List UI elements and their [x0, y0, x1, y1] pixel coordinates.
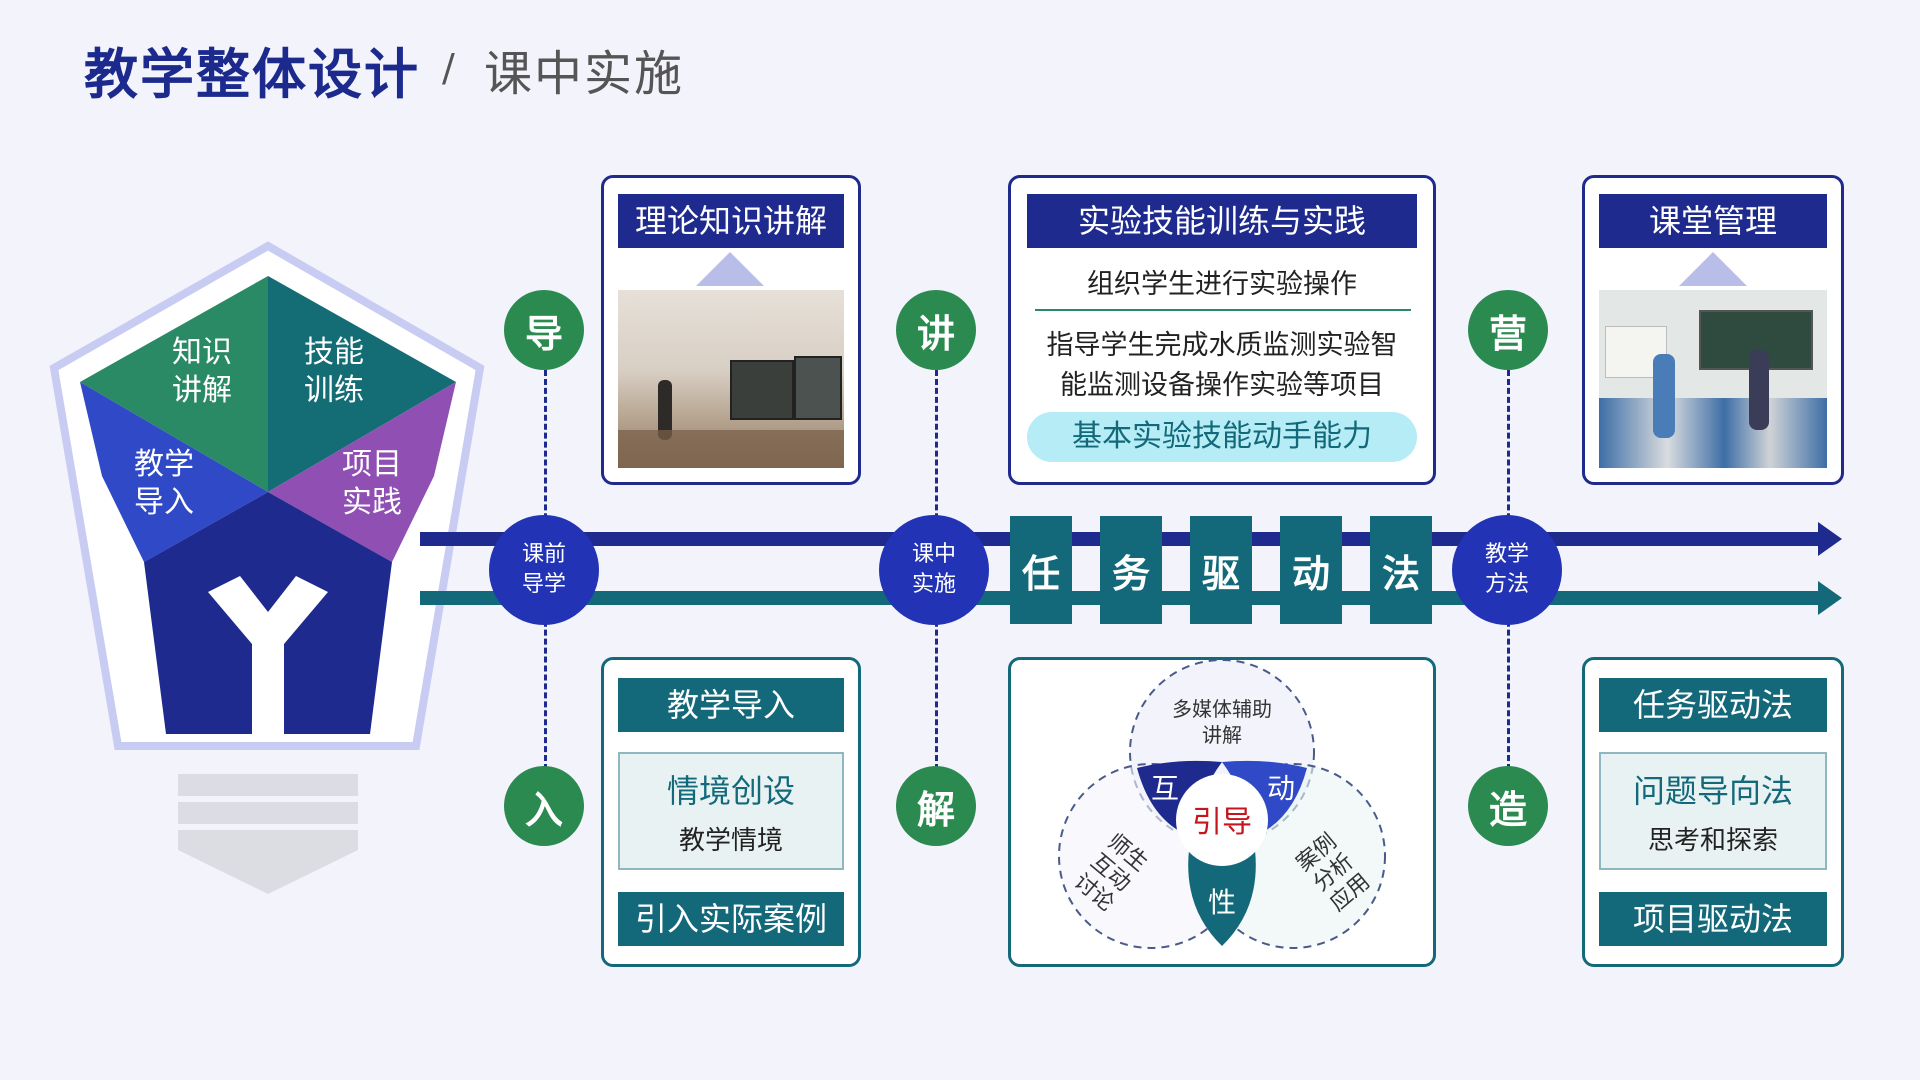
experiment-highlight: 基本实验技能动手能力 [1027, 412, 1417, 462]
classroom-photo [1599, 290, 1827, 468]
title-separator: / [442, 46, 455, 90]
venn-top-l1: 多媒体辅助 [1172, 697, 1272, 721]
theory-photo [618, 290, 844, 468]
jie-circle: 解 [896, 766, 976, 846]
classroom-card: 课堂管理 [1582, 175, 1844, 485]
methods-panel-sub: 思考和探索 [1647, 826, 1778, 856]
dao-circle: 导 [504, 290, 584, 370]
theory-header: 理论知识讲解 [618, 194, 844, 248]
teaching-method-l1: 教学 [1484, 542, 1529, 567]
segment-skills-l2: 训练 [304, 373, 364, 408]
task-box-dong: 动 [1280, 516, 1342, 624]
intro-header: 教学导入 [618, 678, 844, 732]
zao-circle: 造 [1468, 766, 1548, 846]
experiment-card: 实验技能训练与实践 组织学生进行实验操作 指导学生完成水质监测实验智 能监测设备… [1008, 175, 1436, 485]
methods-footer: 项目驱动法 [1599, 892, 1827, 946]
venn-hu: 互 [1151, 772, 1179, 805]
experiment-line2b: 能监测设备操作实验等项目 [1060, 370, 1384, 401]
segment-project [268, 382, 456, 562]
in-class-l2: 实施 [911, 572, 956, 597]
venn-center [1176, 774, 1268, 866]
screen-shape [730, 360, 794, 420]
segment-skills [268, 276, 456, 492]
experiment-line1: 组织学生进行实验操作 [1087, 269, 1357, 300]
pre-class-l1: 课前 [521, 542, 566, 567]
top-arrow-head [1818, 522, 1842, 556]
bulb-base-bar [178, 802, 358, 824]
segment-intro [80, 382, 268, 562]
teaching-method-circle: 教学 方法 [1452, 515, 1562, 625]
venn-top-l2: 讲解 [1202, 723, 1242, 747]
theory-pointer [696, 252, 764, 286]
teacher-figure [658, 380, 672, 440]
intro-footer: 引入实际案例 [618, 892, 844, 946]
classroom-pointer [1679, 252, 1747, 286]
experiment-divider [1035, 309, 1411, 311]
in-class-circle: 课中 实施 [879, 515, 989, 625]
jiang-circle: 讲 [896, 290, 976, 370]
segment-knowledge-l2: 讲解 [172, 373, 232, 408]
intro-panel-title: 情境创设 [666, 772, 795, 810]
venn-xing-lens [1188, 843, 1256, 946]
methods-header: 任务驱动法 [1599, 678, 1827, 732]
page-title: 教学整体设计 [84, 43, 420, 106]
classroom-header: 课堂管理 [1599, 194, 1827, 248]
in-class-l1: 课中 [911, 542, 956, 567]
bulb-base-tip [178, 830, 358, 894]
segment-project-l1: 项目 [342, 447, 402, 482]
methods-panel-title: 问题导向法 [1632, 772, 1793, 810]
task-box-wu: 务 [1100, 516, 1162, 624]
venn-center-label: 引导 [1192, 805, 1252, 840]
venn-xing: 性 [1208, 886, 1236, 919]
segment-knowledge-l1: 知识 [172, 335, 232, 370]
students-shape [1599, 398, 1827, 468]
teaching-method-l2: 方法 [1484, 572, 1529, 597]
theory-card: 理论知识讲解 [601, 175, 861, 485]
intro-panel: 情境创设 教学情境 [618, 752, 844, 870]
methods-card: 任务驱动法 问题导向法 思考和探索 项目驱动法 [1582, 657, 1844, 967]
venn-dong: 动 [1267, 772, 1295, 805]
segment-intro-l1: 教学 [134, 447, 194, 482]
segment-project-l2: 实践 [342, 485, 402, 520]
venn-card: 多媒体辅助 讲解 互 动 引导 性 师生 互动 讨论 案例 分析 应用 [1008, 657, 1436, 967]
intro-panel-sub: 教学情境 [678, 826, 783, 856]
experiment-line2a: 指导学生完成水质监测实验智 [1046, 330, 1398, 361]
ying-circle: 营 [1468, 290, 1548, 370]
bulb-base-bar [178, 774, 358, 796]
pre-class-l2: 导学 [521, 572, 566, 597]
page-subtitle: 课中实施 [484, 46, 685, 102]
segment-intro-l2: 导入 [134, 485, 194, 520]
ru-circle: 入 [504, 766, 584, 846]
experiment-header: 实验技能训练与实践 [1027, 194, 1417, 248]
pre-class-circle: 课前 导学 [489, 515, 599, 625]
segment-knowledge [80, 276, 268, 492]
venn-diagram: 多媒体辅助 讲解 互 动 引导 性 师生 互动 讨论 案例 分析 应用 [1058, 660, 1386, 949]
experiment-line2: 指导学生完成水质监测实验智 能监测设备操作实验等项目 [1011, 326, 1433, 406]
student-figure [1749, 350, 1769, 430]
teacher-figure [1653, 354, 1675, 438]
intro-card: 教学导入 情境创设 教学情境 引入实际案例 [601, 657, 861, 967]
task-box-fa: 法 [1370, 516, 1432, 624]
segment-skills-l1: 技能 [304, 335, 364, 370]
venn-right-group: 案例 分析 应用 [1292, 829, 1375, 916]
pentagon-diagram: 知识 讲解 技能 训练 教学 导入 项目 实践 [49, 241, 485, 894]
bottom-arrow-head [1818, 581, 1842, 615]
methods-panel: 问题导向法 思考和探索 [1599, 752, 1827, 870]
task-box-ren: 任 [1010, 516, 1072, 624]
task-box-qu: 驱 [1190, 516, 1252, 624]
y-logo-icon [208, 576, 328, 734]
screen-shape [794, 356, 842, 420]
desk-shape [618, 430, 844, 468]
